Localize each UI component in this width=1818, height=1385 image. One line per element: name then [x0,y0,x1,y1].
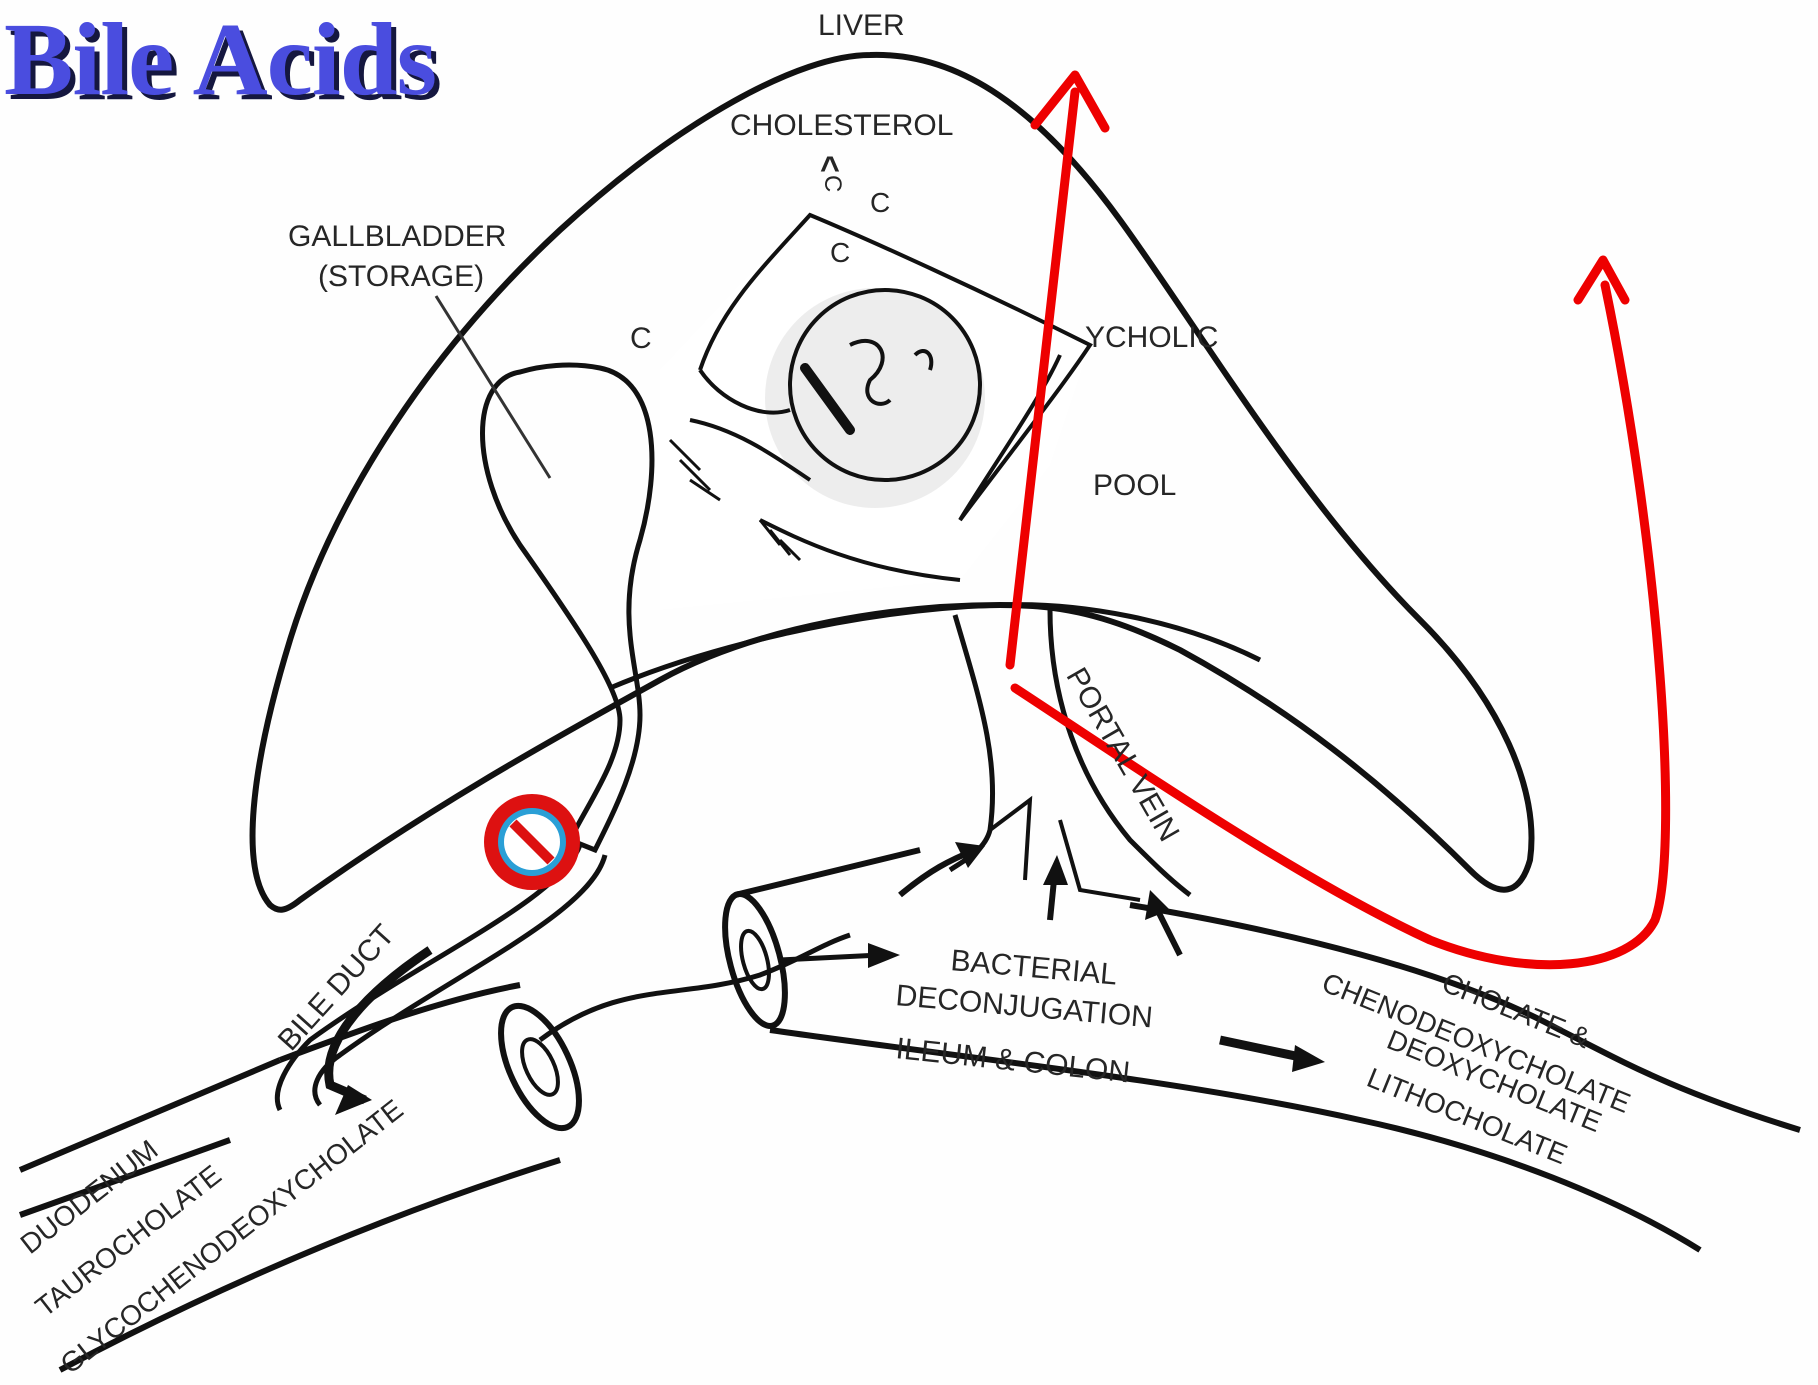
svg-text:C: C [830,237,850,268]
c-fragment-label: C [630,322,652,355]
cholesterol-label: CHOLESTEROL [730,109,953,142]
liver-label: LIVER [818,9,905,42]
gallbladder-label: GALLBLADDER [288,220,506,253]
cholic-fragment-label: YCHOLIC [1085,321,1218,354]
storage-label: (STORAGE) [318,260,484,293]
svg-text:C: C [870,187,890,218]
svg-text:C: C [819,175,846,192]
ileum-colon-label: ILEUM & COLON [894,1032,1131,1089]
no-entry-icon [484,794,580,890]
pool-fragment-label: POOL [1093,469,1176,502]
gallbladder-outline [483,365,652,850]
slide-title: Bile Acids [4,0,436,119]
bacterial-label: BACTERIAL [949,944,1118,991]
